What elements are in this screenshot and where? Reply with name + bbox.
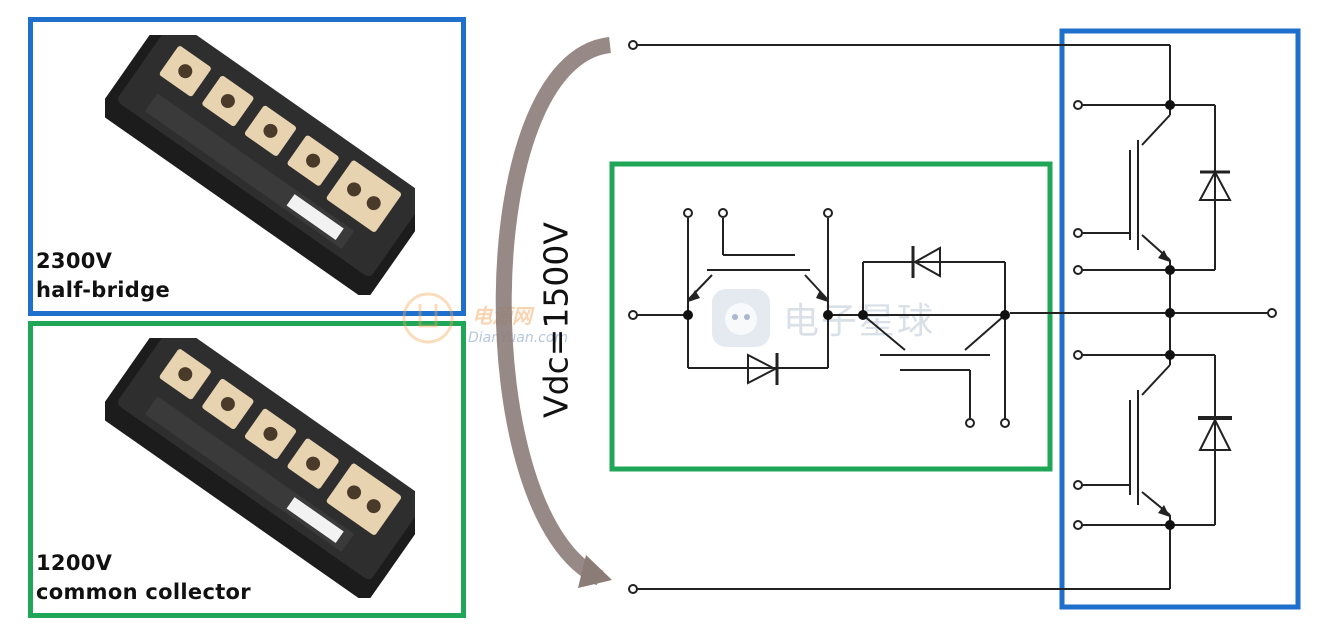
diode-symbol-icon — [747, 353, 778, 385]
watermark-text: 电子星球 — [783, 301, 936, 342]
module-voltage: 2300V — [36, 249, 113, 273]
watermark-subtext: DianYuan.com — [468, 330, 569, 346]
half-bridge-circuit-box — [1059, 28, 1301, 610]
half-bridge-module-box — [28, 17, 466, 316]
igbt-module-photo-icon — [105, 35, 415, 295]
arrow-head-icon — [578, 555, 612, 588]
module-label-common-collector: 1200V common collector — [36, 549, 251, 607]
common-collector-circuit-box — [609, 161, 1053, 472]
module-topology: common collector — [36, 580, 251, 604]
diode-symbol-icon — [1198, 417, 1232, 451]
module-voltage: 1200V — [36, 551, 113, 575]
diode-symbol-icon — [1198, 169, 1232, 201]
module-label-half-bridge: 2300V half-bridge — [36, 247, 170, 305]
curved-arrow-icon — [495, 37, 612, 586]
diode-symbol-icon — [912, 246, 941, 278]
common-collector-module-box — [28, 321, 466, 618]
module-topology: half-bridge — [36, 278, 170, 302]
igbt-module-photo-icon — [105, 338, 415, 598]
